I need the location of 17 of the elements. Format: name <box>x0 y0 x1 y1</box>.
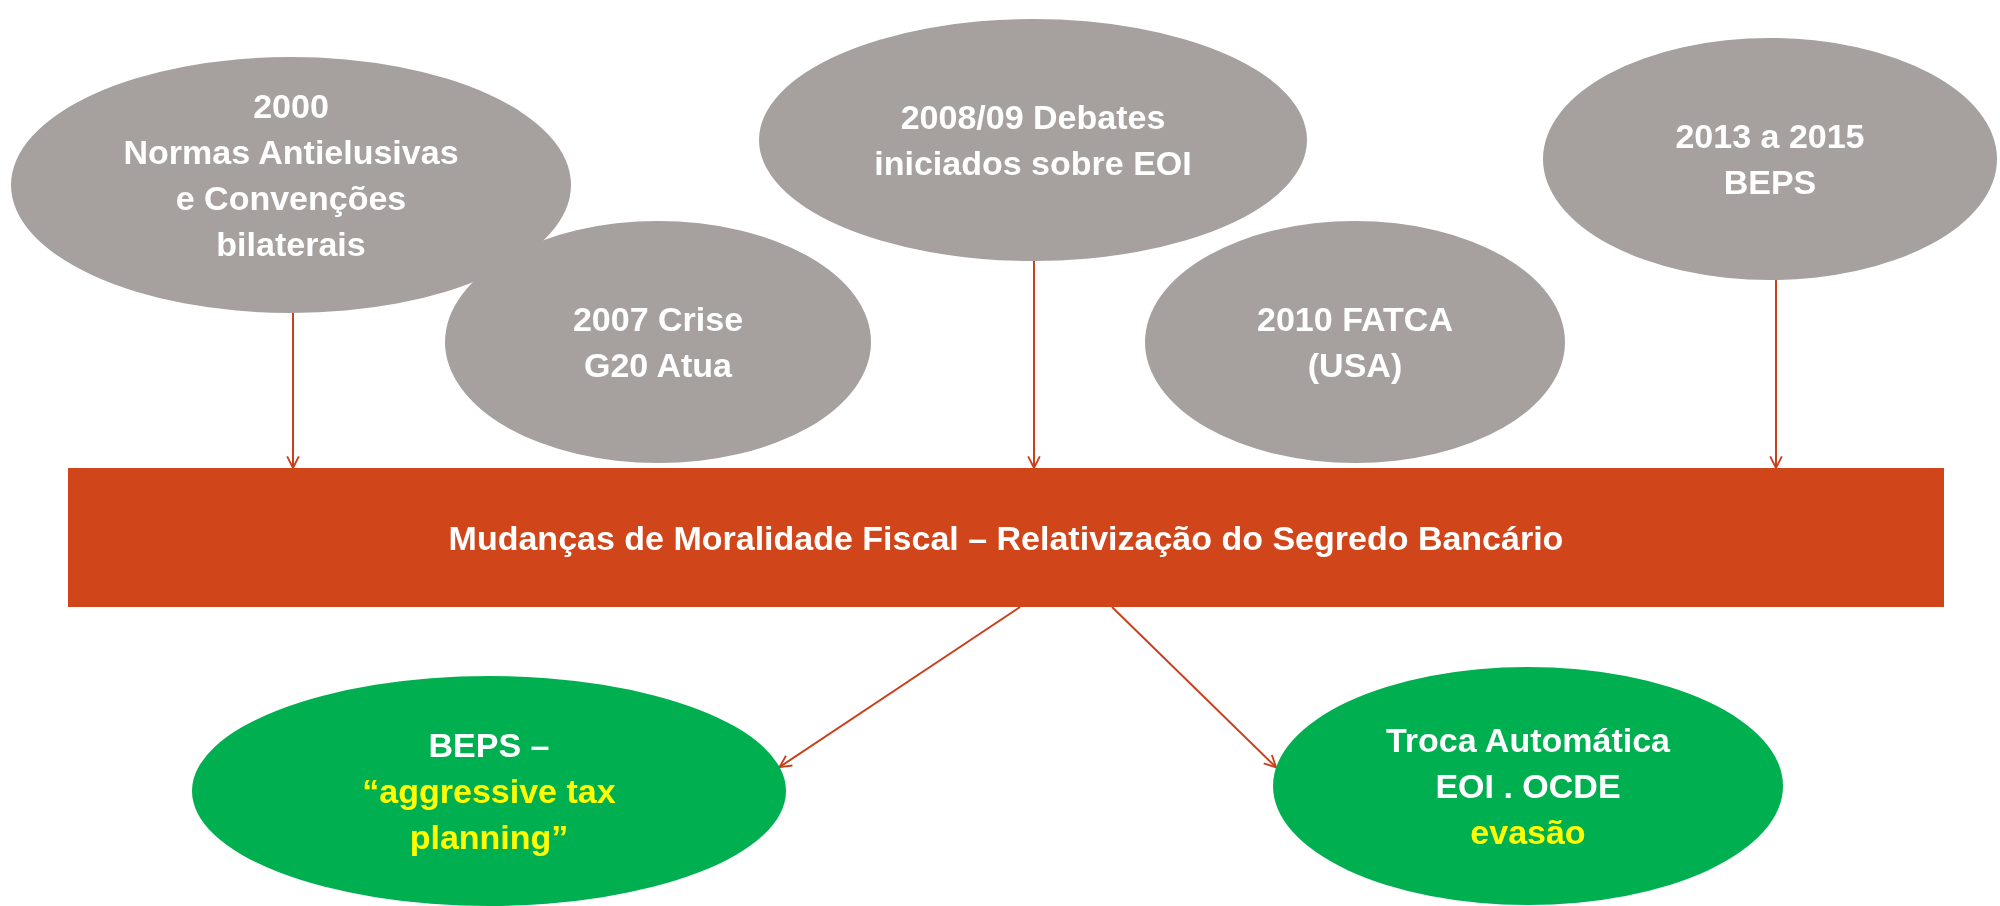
node-text: BEPS – <box>428 725 550 766</box>
node-text: Troca Automática EOI . OCDE <box>1384 720 1671 807</box>
banner-bar <box>68 468 1944 607</box>
node-text: 2010 FATCA (USA) <box>1256 299 1454 386</box>
node-text: Mudanças de Moralidade Fiscal – Relativização do Segredo Bancário <box>448 517 1564 559</box>
arrow <box>1111 606 1278 769</box>
node-text: 2013 a 2015 BEPS <box>1674 116 1866 203</box>
node-text: 2008/09 Debates iniciados sobre EOI <box>873 97 1193 184</box>
arrow <box>1027 260 1041 469</box>
node-text: 2007 Crise G20 Atua <box>571 299 745 386</box>
arrow <box>778 606 1021 769</box>
node-text: evasão <box>1470 812 1586 853</box>
node-text: 2000 <box>253 86 329 127</box>
node-text: “aggressive tax planning” <box>361 771 617 858</box>
arrow <box>1769 278 1783 469</box>
arrow <box>286 312 300 469</box>
node-text: Normas Antielusivas e Convenções bilaterais <box>122 132 460 265</box>
